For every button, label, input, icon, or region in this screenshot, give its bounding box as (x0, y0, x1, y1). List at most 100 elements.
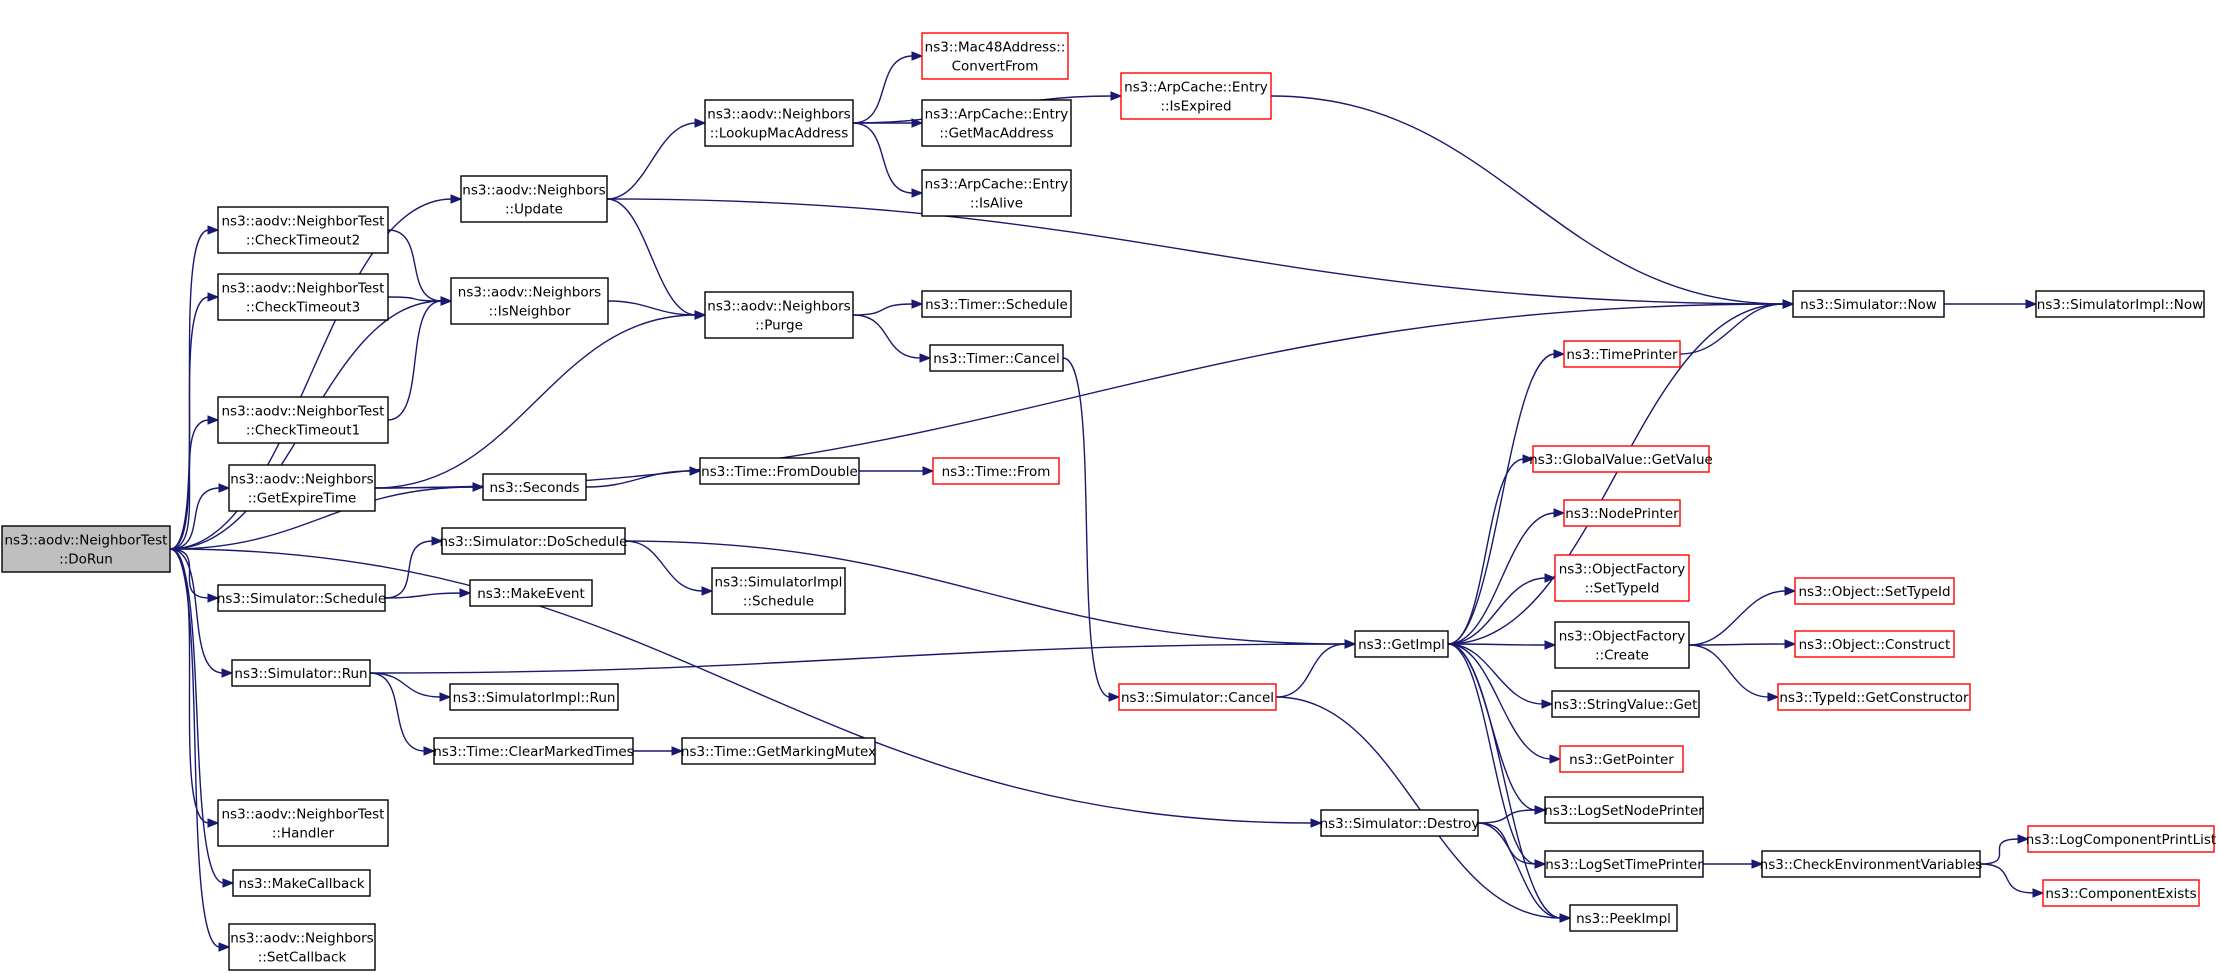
node-box[interactable] (681, 737, 876, 765)
node-makeevent[interactable]: ns3::MakeEvent (469, 579, 593, 607)
node-box[interactable] (1544, 796, 1704, 824)
node-timercancel[interactable]: ns3::Timer::Cancel (929, 344, 1064, 372)
node-box[interactable] (460, 175, 608, 223)
node-fromdouble[interactable]: ns3::Time::FromDouble (699, 457, 860, 485)
node-box[interactable] (704, 291, 854, 339)
node-objsettypeid[interactable]: ns3::Object::SetTypeId (1794, 577, 1955, 605)
node-box[interactable] (1551, 690, 1700, 718)
node-timeprinter[interactable]: ns3::TimePrinter (1563, 340, 1681, 368)
node-box[interactable] (1532, 445, 1710, 473)
node-timerschedule[interactable]: ns3::Timer::Schedule (921, 290, 1072, 318)
node-makecallback[interactable]: ns3::MakeCallback (232, 869, 371, 897)
node-getpointer[interactable]: ns3::GetPointer (1559, 745, 1684, 773)
node-box[interactable] (1554, 554, 1690, 602)
node-simschedule[interactable]: ns3::Simulator::Schedule (217, 584, 386, 612)
node-box[interactable] (1563, 340, 1681, 368)
node-box[interactable] (1569, 904, 1678, 932)
node-box[interactable] (921, 290, 1072, 318)
node-box[interactable] (921, 32, 1069, 80)
node-box[interactable] (704, 99, 854, 147)
node-getmarkingmutex[interactable]: ns3::Time::GetMarkingMutex (681, 737, 876, 765)
node-seconds[interactable]: ns3::Seconds (482, 473, 587, 501)
node-box[interactable] (1544, 850, 1704, 878)
node-convertfrom[interactable]: ns3::Mac48Address::ConvertFrom (921, 32, 1069, 80)
node-box[interactable] (441, 527, 626, 555)
node-dorun[interactable]: ns3::aodv::NeighborTest::DoRun (1, 525, 171, 573)
node-checktimeout2[interactable]: ns3::aodv::NeighborTest::CheckTimeout2 (217, 206, 389, 254)
node-purge[interactable]: ns3::aodv::Neighbors::Purge (704, 291, 854, 339)
node-checkenv[interactable]: ns3::CheckEnvironmentVariables (1760, 850, 1983, 878)
node-globalvalue[interactable]: ns3::GlobalValue::GetValue (1529, 445, 1713, 473)
node-getmacaddress[interactable]: ns3::ArpCache::Entry::GetMacAddress (921, 99, 1072, 147)
node-ofcreate[interactable]: ns3::ObjectFactory::Create (1554, 621, 1690, 669)
node-box[interactable] (921, 99, 1072, 147)
node-handler[interactable]: ns3::aodv::NeighborTest::Handler (217, 799, 389, 847)
node-simimplschedule[interactable]: ns3::SimulatorImpl::Schedule (711, 567, 846, 615)
node-isexpired[interactable]: ns3::ArpCache::Entry::IsExpired (1120, 72, 1272, 120)
node-box[interactable] (449, 683, 619, 711)
node-setcallback[interactable]: ns3::aodv::Neighbors::SetCallback (228, 923, 376, 971)
node-box[interactable] (450, 277, 609, 325)
node-box[interactable] (482, 473, 587, 501)
node-logtimeprinter[interactable]: ns3::LogSetTimePrinter (1544, 850, 1704, 878)
node-getexpiretime[interactable]: ns3::aodv::Neighbors::GetExpireTime (228, 464, 376, 512)
node-peekimpl[interactable]: ns3::PeekImpl (1569, 904, 1678, 932)
node-timefrom[interactable]: ns3::Time::From (932, 457, 1060, 485)
node-box[interactable] (232, 869, 371, 897)
node-isneighbor[interactable]: ns3::aodv::Neighbors::IsNeighbor (450, 277, 609, 325)
node-box[interactable] (1794, 630, 1955, 658)
node-box[interactable] (1563, 499, 1681, 527)
node-logcomplist[interactable]: ns3::LogComponentPrintList (2026, 825, 2216, 853)
node-checktimeout1[interactable]: ns3::aodv::NeighborTest::CheckTimeout1 (217, 396, 389, 444)
node-box[interactable] (2042, 879, 2200, 907)
node-box[interactable] (231, 659, 371, 687)
node-doschedule[interactable]: ns3::Simulator::DoSchedule (440, 527, 628, 555)
node-box[interactable] (217, 799, 389, 847)
node-box[interactable] (1554, 621, 1690, 669)
node-box[interactable] (217, 584, 386, 612)
node-compexists[interactable]: ns3::ComponentExists (2042, 879, 2200, 907)
node-box[interactable] (433, 737, 634, 765)
node-box[interactable] (217, 396, 389, 444)
node-box[interactable] (1, 525, 171, 573)
node-box[interactable] (711, 567, 846, 615)
node-box[interactable] (1120, 72, 1272, 120)
node-settypeid[interactable]: ns3::ObjectFactory::SetTypeId (1554, 554, 1690, 602)
node-getconstructor[interactable]: ns3::TypeId::GetConstructor (1777, 683, 1971, 711)
node-box[interactable] (1777, 683, 1971, 711)
node-box[interactable] (228, 464, 376, 512)
node-isalive[interactable]: ns3::ArpCache::Entry::IsAlive (921, 169, 1072, 217)
node-box[interactable] (921, 169, 1072, 217)
node-simnow[interactable]: ns3::Simulator::Now (1792, 290, 1945, 318)
node-box[interactable] (1559, 745, 1684, 773)
node-simimplrun[interactable]: ns3::SimulatorImpl::Run (449, 683, 619, 711)
node-box[interactable] (699, 457, 860, 485)
node-nodeprinter[interactable]: ns3::NodePrinter (1563, 499, 1681, 527)
node-objconstruct[interactable]: ns3::Object::Construct (1794, 630, 1955, 658)
node-box[interactable] (469, 579, 593, 607)
node-getimpl[interactable]: ns3::GetImpl (1354, 630, 1449, 658)
node-box[interactable] (1794, 577, 1955, 605)
node-stringget[interactable]: ns3::StringValue::Get (1551, 690, 1700, 718)
node-box[interactable] (929, 344, 1064, 372)
node-lookupmac[interactable]: ns3::aodv::Neighbors::LookupMacAddress (704, 99, 854, 147)
node-box[interactable] (2035, 290, 2205, 318)
node-box[interactable] (217, 273, 389, 321)
node-simcancel[interactable]: ns3::Simulator::Cancel (1118, 683, 1277, 711)
node-box[interactable] (2027, 825, 2215, 853)
node-box[interactable] (1118, 683, 1277, 711)
node-simrun[interactable]: ns3::Simulator::Run (231, 659, 371, 687)
node-clearmarked[interactable]: ns3::Time::ClearMarkedTimes (433, 737, 634, 765)
node-box[interactable] (1792, 290, 1945, 318)
node-box[interactable] (228, 923, 376, 971)
node-lognodeprinter[interactable]: ns3::LogSetNodePrinter (1544, 796, 1704, 824)
node-box[interactable] (932, 457, 1060, 485)
node-simimplnow[interactable]: ns3::SimulatorImpl::Now (2035, 290, 2205, 318)
node-box[interactable] (217, 206, 389, 254)
node-box[interactable] (1354, 630, 1449, 658)
node-checktimeout3[interactable]: ns3::aodv::NeighborTest::CheckTimeout3 (217, 273, 389, 321)
node-simdestroy[interactable]: ns3::Simulator::Destroy (1320, 809, 1480, 837)
node-update[interactable]: ns3::aodv::Neighbors::Update (460, 175, 608, 223)
node-box[interactable] (1761, 850, 1981, 878)
node-box[interactable] (1320, 809, 1479, 837)
